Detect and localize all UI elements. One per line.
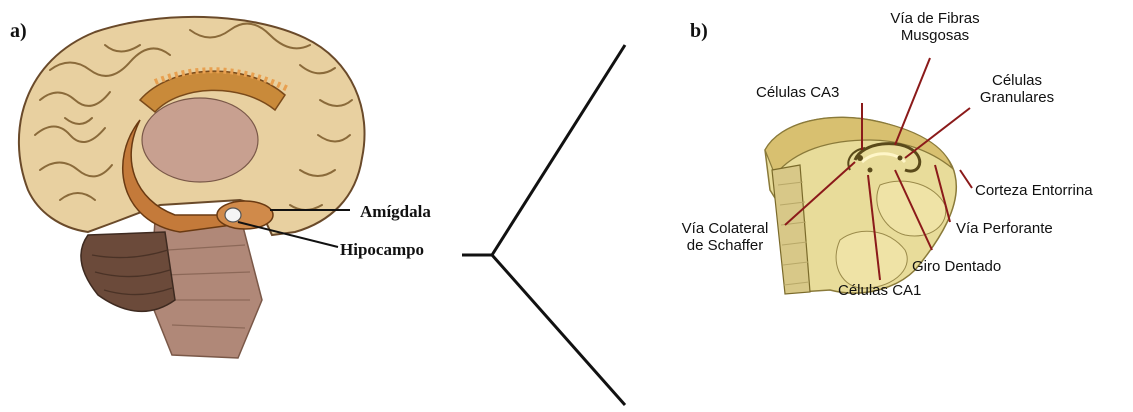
label-hipocampo: Hipocampo [340,240,424,260]
cerebellum [81,232,175,311]
panel-a-letter: a) [10,20,27,43]
label-via-colateral-schaffer: Vía Colateral de Schaffer [665,220,785,255]
label-amigdala: Amígdala [360,202,431,222]
label-via-fibras-musgosas: Vía de Fibras Musgosas [875,10,995,45]
panel-b-letter: b) [690,20,708,43]
label-corteza-entorrina: Corteza Entorrina [975,182,1093,199]
label-celulas-ca3: Células CA3 [756,84,839,101]
callout-corteza [960,170,972,188]
label-via-perforante: Vía Perforante [956,220,1053,237]
label-celulas-granulares: Células Granulares [962,72,1072,107]
connector-lines [462,45,625,405]
label-celulas-ca1: Células CA1 [838,282,921,299]
brain-illustration [19,17,365,358]
label-giro-dentado: Giro Dentado [912,258,1001,275]
